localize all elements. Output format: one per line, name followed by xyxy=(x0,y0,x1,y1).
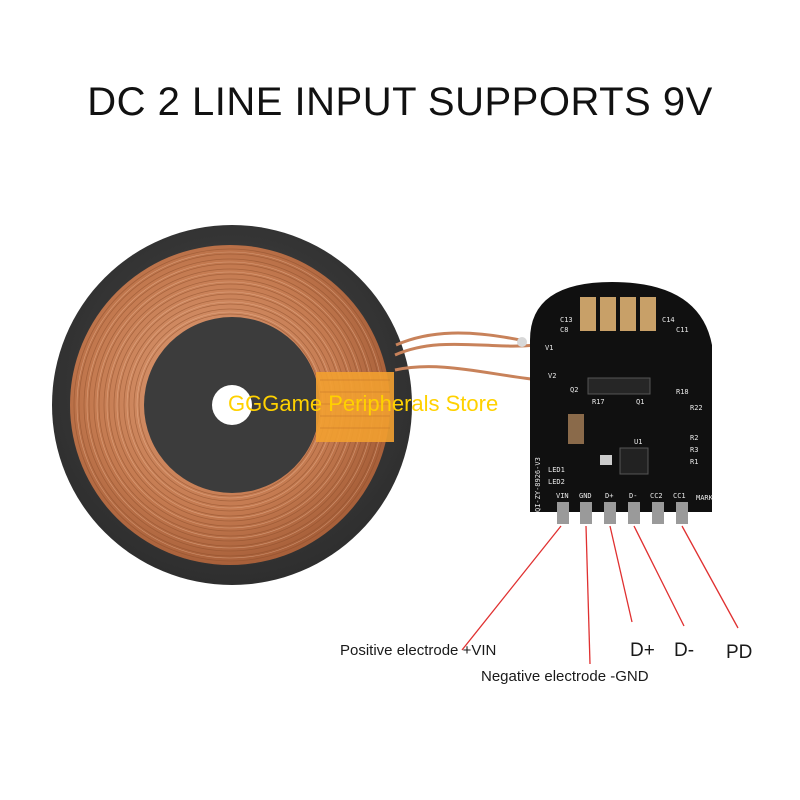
callout-pd: PD xyxy=(726,642,753,663)
board-label: CC2 xyxy=(650,492,663,500)
board-label: C14 xyxy=(662,316,675,324)
board-label: C8 xyxy=(560,326,568,334)
board-label: R22 xyxy=(690,404,703,412)
leader-gnd xyxy=(585,525,591,665)
board-label: D- xyxy=(629,492,637,500)
board-code: QI-ZY-8926-V3 xyxy=(534,457,542,512)
board-label: R2 xyxy=(690,434,698,442)
callout-vin: Positive electrode +VIN xyxy=(340,642,497,659)
board-label: D+ xyxy=(605,492,613,500)
board-label: C13 xyxy=(560,316,573,324)
board-label: Q1 xyxy=(636,398,644,406)
board-label: R18 xyxy=(676,388,689,396)
board-label: V2 xyxy=(548,372,556,380)
board-label: CC1 xyxy=(673,492,686,500)
board-label: U1 xyxy=(634,438,642,446)
page-title: DC 2 LINE INPUT SUPPORTS 9V xyxy=(87,80,713,124)
board-label: LED2 xyxy=(548,478,565,486)
leader-pd xyxy=(681,525,739,629)
leader-dminus xyxy=(633,525,685,627)
leader-dplus xyxy=(609,525,633,623)
board-label: VIN xyxy=(556,492,569,500)
callout-dminus: D- xyxy=(674,640,695,661)
callout-dplus: D+ xyxy=(630,640,655,661)
board-label: Q2 xyxy=(570,386,578,394)
board-label: GND xyxy=(579,492,592,500)
board-label: LED1 xyxy=(548,466,565,474)
leader-vin xyxy=(461,525,562,651)
board-label: R3 xyxy=(690,446,698,454)
callout-leader-lines xyxy=(461,525,739,665)
kapton-tape xyxy=(316,372,394,442)
board-label: R1 xyxy=(690,458,698,466)
store-watermark: GGGame Peripherals Store xyxy=(228,391,499,416)
board-label: MARK xyxy=(696,494,714,502)
board-label: C11 xyxy=(676,326,689,334)
receiver-pcb: C13 C8 C14 C11 V1 V2 Q2 R17 Q1 R18 R22 R… xyxy=(530,282,714,524)
board-label: R17 xyxy=(592,398,605,406)
callout-gnd: Negative electrode -GND xyxy=(481,668,649,685)
board-label: V1 xyxy=(545,344,553,352)
center-hole xyxy=(212,385,252,425)
